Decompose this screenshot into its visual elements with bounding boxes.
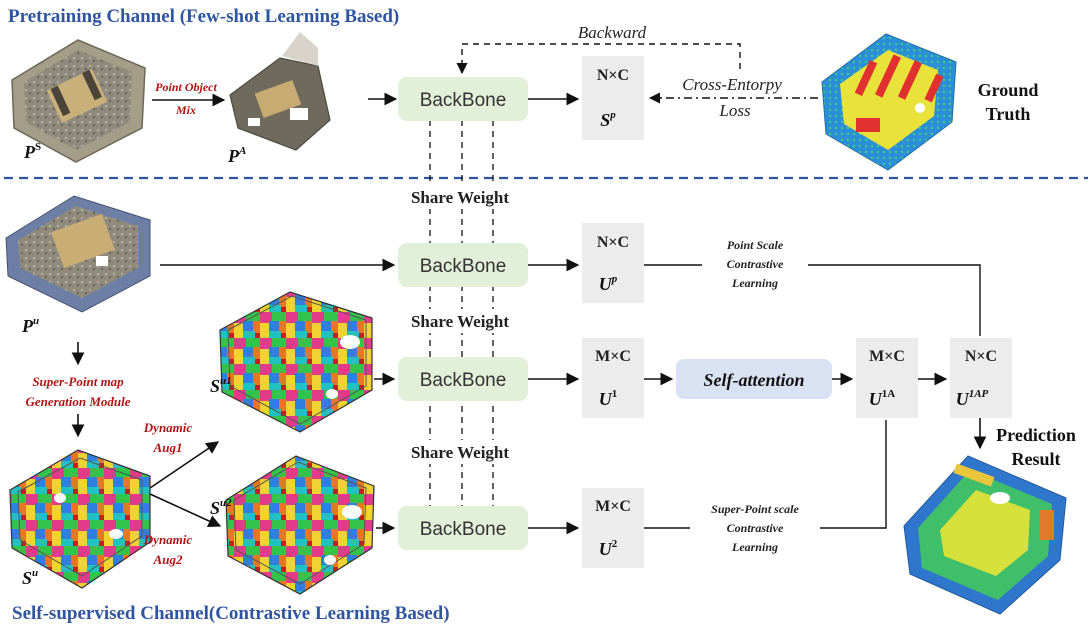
- su-label: Su: [22, 567, 38, 588]
- up-feature-box: N×C Up: [582, 223, 644, 303]
- prediction-result-cloud-image: [903, 455, 1067, 615]
- superpoint-scale-label-line1: Super-Point scale: [711, 502, 799, 516]
- point-scale-label-line1: Point Scale: [727, 238, 784, 252]
- share-weight-label-3: Share Weight: [411, 443, 509, 462]
- point-scale-label-line3: Learning: [731, 276, 778, 290]
- u1ap-feature-box: N×C U1AP: [950, 338, 1012, 418]
- svg-text:BackBone: BackBone: [420, 370, 507, 391]
- u1-feature-box: M×C U1: [582, 338, 644, 418]
- dynamic-aug2-arrow: [149, 493, 222, 528]
- superpoint-module-label-line2: Generation Module: [25, 394, 130, 409]
- mix-label-line2: Mix: [175, 103, 196, 117]
- svg-text:U1A: U1A: [869, 388, 896, 409]
- u2-feature-box: M×C U2: [582, 488, 644, 568]
- dynamic-aug1-label-line2: Aug1: [153, 440, 183, 455]
- backward-label-bg: [566, 22, 662, 42]
- ground-truth-label-line2: Truth: [986, 104, 1031, 124]
- svg-text:M×C: M×C: [595, 498, 631, 515]
- share-weight-bg-2: [396, 309, 524, 333]
- svg-text:N×C: N×C: [597, 234, 629, 251]
- ground-truth-cloud-image: [821, 33, 957, 171]
- u1a-feature-box: M×C U1A: [856, 338, 918, 418]
- svg-text:M×C: M×C: [595, 348, 631, 365]
- prediction-label-line2: Result: [1012, 449, 1061, 469]
- svg-text:N×C: N×C: [965, 348, 997, 365]
- loss-label-line1: Cross-Entorpy: [682, 75, 782, 94]
- ps-label: PS: [23, 141, 41, 162]
- svg-text:U1: U1: [599, 388, 618, 409]
- superpoint-scale-label-line2: Contrastive: [727, 521, 784, 535]
- share-weight-bg-1: [396, 185, 524, 209]
- prediction-label-line1: Prediction: [996, 425, 1076, 445]
- loss-label-bg: [668, 74, 796, 92]
- backbone-block-top: BackBone: [398, 77, 528, 121]
- dynamic-aug1-arrow: [149, 441, 220, 489]
- pa-label: PA: [227, 145, 246, 166]
- ps-room-image: [11, 39, 146, 163]
- su2-segmented-cloud-image: [225, 455, 375, 595]
- pu-label: Pu: [21, 315, 39, 336]
- backward-label: Backward: [578, 23, 647, 42]
- dynamic-aug2-label-line1: Dynamic: [143, 532, 193, 547]
- backbone-block-su1: BackBone: [398, 357, 528, 401]
- selfsupervised-channel-title: Self-supervised Channel(Contrastive Lear…: [12, 603, 450, 624]
- svg-text:Self-attention: Self-attention: [703, 370, 804, 390]
- svg-text:BackBone: BackBone: [420, 519, 507, 540]
- pretraining-channel-title: Pretraining Channel (Few-shot Learning B…: [8, 6, 399, 27]
- point-scale-label-line2: Contrastive: [727, 257, 784, 271]
- svg-text:N×C: N×C: [597, 67, 629, 84]
- share-weight-label-1: Share Weight: [411, 188, 509, 207]
- mix-label-line1: Point Object: [155, 80, 217, 94]
- self-attention-block: Self-attention: [676, 359, 832, 399]
- su-segmented-cloud-image: [9, 449, 151, 589]
- svg-text:M×C: M×C: [869, 348, 905, 365]
- loss-label-line2: Loss: [718, 101, 751, 120]
- pa-room-image: [229, 32, 331, 151]
- su1-label: Su1: [210, 375, 232, 396]
- superpoint-scale-label-line3: Learning: [731, 540, 778, 554]
- su2-label: Su2: [210, 497, 232, 518]
- share-weight-bg-3: [396, 440, 524, 464]
- point-scale-contrastive-path: [644, 264, 981, 336]
- superpoint-module-label-line1: Super-Point map: [32, 374, 124, 389]
- ground-truth-label-line1: Ground: [978, 80, 1039, 100]
- share-weight-label-2: Share Weight: [411, 312, 509, 331]
- backbone-block-pu: BackBone: [398, 243, 528, 287]
- dynamic-aug2-label-line2: Aug2: [153, 552, 183, 567]
- backbone-block-su2: BackBone: [398, 506, 528, 550]
- pu-room-image: [5, 195, 151, 313]
- svg-text:U1AP: U1AP: [956, 388, 989, 409]
- su1-segmented-cloud-image: [219, 291, 373, 433]
- svg-text:Up: Up: [599, 273, 618, 294]
- superpoint-scale-contrastive-path: [644, 420, 887, 529]
- dynamic-aug1-label-line1: Dynamic: [143, 420, 193, 435]
- sp-feature-box: N×C Sp: [582, 56, 644, 140]
- svg-text:Sp: Sp: [600, 109, 616, 130]
- svg-text:BackBone: BackBone: [420, 90, 507, 111]
- svg-text:BackBone: BackBone: [420, 256, 507, 277]
- svg-text:U2: U2: [599, 538, 618, 559]
